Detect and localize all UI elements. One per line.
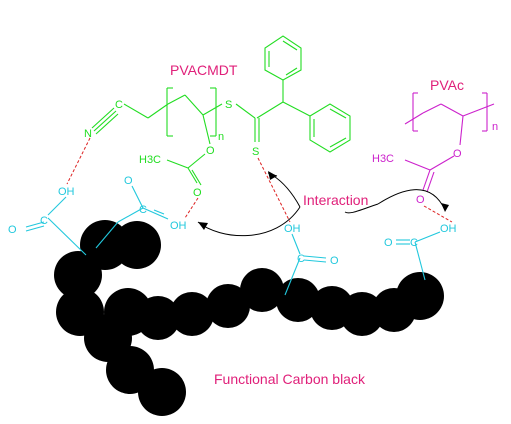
pvac-atoms: O O H3C n [372,121,498,206]
carbon-particle [138,368,186,416]
ester-oxygen-atom: O [206,145,215,157]
carbonyl-oxygen-atom: O [193,187,202,199]
carbonyl-oxygen-atom: O [330,255,339,267]
carboxyl-carbon: C [410,237,418,249]
carbon-particle [136,296,180,340]
arrowhead [198,222,208,230]
pvacmdt-atoms: N C S S O O H3C n [84,99,259,199]
carboxyl-atoms: OH O C O C OH OH C O O C OH [8,175,457,267]
carbonyl-oxygen-atom: O [384,237,393,249]
ester-oxygen-atom: O [453,148,462,160]
carbonyl-oxygen-atom: O [416,194,425,206]
interaction-label: Interaction [303,192,368,208]
thione-sulfur-atom: S [252,146,259,158]
methyl-group: H3C [372,153,394,165]
carboxyl-carbon: C [40,215,48,227]
carbon-atom: C [115,99,123,111]
arrowheads [198,171,449,230]
methyl-group: H3C [139,154,161,166]
pvacmdt-structure [91,35,351,186]
carboxyl-carbon: C [297,253,305,265]
carbonyl-oxygen-atom: O [124,175,133,187]
repeat-subscript: n [218,131,224,143]
repeat-subscript: n [492,121,498,133]
arrowhead [441,203,449,212]
carbonyl-oxygen-atom: O [8,224,17,236]
carbon-black-aggregate [54,220,444,416]
carbon-particle [206,284,250,328]
arrowhead [268,171,277,180]
carbon-particle [396,272,444,320]
diagram-labels: PVACMDT PVAc Interaction Functional Carb… [170,62,464,387]
carbon-particle [113,221,161,269]
sulfur-atom: S [225,99,232,111]
carboxyl-groups [25,185,441,296]
carbon-particle [54,251,102,299]
hydrogen-bonds [66,137,453,223]
hydroxyl-group: OH [284,223,301,235]
pvac-label: PVAc [430,77,464,93]
hydroxyl-group: OH [170,220,187,232]
carbon-black-label: Functional Carbon black [214,371,366,387]
carbon-particle [240,268,284,312]
carboxyl-carbon: C [139,204,147,216]
pvacmdt-label: PVACMDT [170,62,238,78]
hydroxyl-group: OH [58,186,75,198]
hydroxyl-group: OH [440,223,457,235]
nitrogen-atom: N [84,128,92,140]
carbon-particle [340,292,384,336]
pvac-structure [404,92,495,193]
carbon-particle [170,292,214,336]
